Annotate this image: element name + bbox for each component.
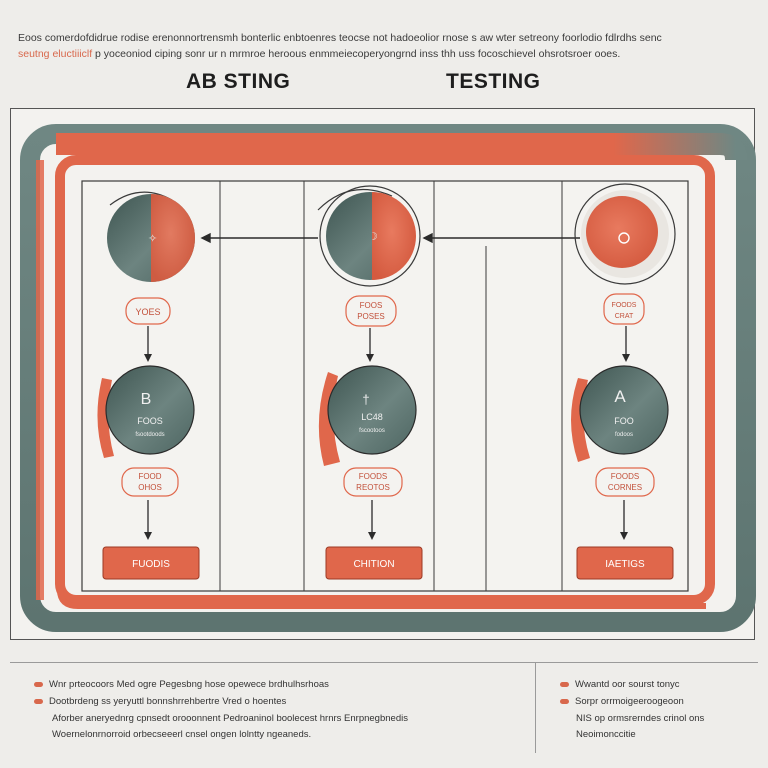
col2-mid-node[interactable] — [327, 365, 417, 455]
col3-top-dot-icon — [618, 232, 630, 244]
col2-mid-glyph: † — [362, 392, 369, 407]
col3-label2-pill — [595, 467, 655, 497]
bullet-icon — [34, 698, 43, 704]
intro-line-1: Eoos comerdofdidrue rodise erenonnortren… — [18, 32, 662, 44]
intro-line-2-rest: p yoceoniod ciping sonr ur n mrmroe hero… — [95, 48, 621, 60]
footer-left-text-1: Wnr prteocoors Med ogre Pegesbng hose op… — [49, 679, 329, 690]
tube-inner — [55, 155, 715, 605]
tube-bottom-accent — [57, 589, 706, 609]
title-right: TESTING — [446, 70, 541, 93]
col2-top-glyph: ☽ — [368, 231, 378, 243]
tube-frame — [20, 124, 756, 632]
column-1: ✧ YOES B FOOS fsootdoods FOOD OHOS FUODI… — [97, 191, 200, 580]
col3-label2-l1: FOODS — [611, 472, 639, 481]
col1-mid-l1: FOOS — [137, 416, 163, 426]
footer-notes: Wnr prteocoors Med ogre Pegesbng hose op… — [10, 662, 758, 753]
footer-right-line-3: NIS op ormsrerndes crinol ons — [576, 713, 705, 724]
footer-left-line-3: Aforber aneryednrg cpnsedt orooonnent Pe… — [52, 713, 408, 724]
col3-flame — [571, 378, 590, 462]
footer-left-text-2: Dootbrdeng ss yeryuttl bonnshrrehbertre … — [49, 696, 287, 707]
col2-button-label: CHITION — [353, 559, 394, 570]
col1-label2-l1: FOOD — [138, 472, 161, 481]
col2-button[interactable] — [325, 546, 423, 580]
intro-line-2: seutng eluctiiiclf p yoceoniod ciping so… — [18, 46, 748, 62]
col2-label1-l2: POSES — [357, 312, 385, 321]
col3-mid-l2: fodoos — [615, 432, 633, 438]
footer-left-line-2: Dootbrdeng ss yeryuttl bonnshrrehbertre … — [34, 696, 286, 707]
tube-top-accent — [56, 133, 747, 161]
bullet-icon — [560, 698, 569, 704]
col3-label2-l2: CORNES — [608, 483, 642, 492]
intro-text: Eoos comerdofdidrue rodise erenonnortren… — [18, 30, 748, 62]
col1-flame — [97, 378, 114, 458]
col3-mid-glyph: A — [614, 387, 626, 406]
connector-right-arrow — [422, 232, 433, 244]
col1-label2-l2: OHOS — [138, 483, 162, 492]
column-dividers — [219, 181, 563, 591]
col3-label1-pill — [603, 293, 645, 325]
connector-left-arrow — [200, 232, 211, 244]
footer-right-text-2: Sorpr orrmoigeeroogeoon — [575, 696, 684, 707]
col1-mid-glyph: B — [141, 391, 152, 408]
col3-top-node[interactable] — [586, 196, 658, 268]
col3-button-label: IAETIGS — [605, 559, 645, 570]
col1-top-glyph: ✧ — [148, 233, 157, 245]
col1-label1: YOES — [135, 307, 160, 317]
col2-label2-l2: REOTOS — [356, 483, 390, 492]
footer-right-line-4: Neoimonccitie — [576, 729, 636, 740]
intro-accent: seutng eluctiiiclf — [18, 48, 93, 60]
col3-label1-l1: FOODS — [612, 302, 637, 309]
footer-left-line-4: Woernelonrnorroid orbecseeerl cnsel onge… — [52, 729, 312, 740]
footer-left-line-1: Wnr prteocoors Med ogre Pegesbng hose op… — [34, 679, 329, 690]
col3-label1-l2: CRAT — [615, 313, 634, 320]
col3-mid-node[interactable] — [579, 365, 669, 455]
col3-mid-l1: FOO — [614, 416, 634, 426]
col1-label2-pill — [121, 467, 179, 497]
col1-label1-pill — [125, 297, 171, 325]
title-left: AB STING — [186, 70, 291, 93]
horizontal-connectors — [200, 232, 580, 244]
col2-label2-pill — [343, 467, 403, 497]
col3-button[interactable] — [576, 546, 674, 580]
col1-button[interactable] — [102, 546, 200, 580]
footer-right-text-1: Wwantd oor sourst tonyc — [575, 679, 680, 690]
col1-button-label: FUODIS — [132, 559, 170, 570]
footer-divider — [535, 663, 536, 753]
footer-right-line-1: Wwantd oor sourst tonyc — [560, 679, 680, 690]
col1-mid-node[interactable] — [105, 365, 195, 455]
col2-label2-l1: FOODS — [359, 472, 387, 481]
column-3: FOODS CRAT A FOO fodoos FOODS CORNES IAE… — [571, 183, 676, 580]
col2-mid-l1: LC48 — [361, 412, 383, 422]
column-2: ☽ FOOS POSES † LC48 fscootoos FOODS REOT… — [317, 185, 423, 580]
bullet-icon — [34, 681, 43, 687]
bullet-icon — [560, 681, 569, 687]
col1-mid-l2: fsootdoods — [135, 432, 164, 438]
footer-right-line-2: Sorpr orrmoigeeroogeoon — [560, 696, 684, 707]
col2-label1-pill — [345, 295, 397, 327]
col2-mid-l2: fscootoos — [359, 428, 385, 434]
col2-label1-l1: FOOS — [360, 301, 383, 310]
